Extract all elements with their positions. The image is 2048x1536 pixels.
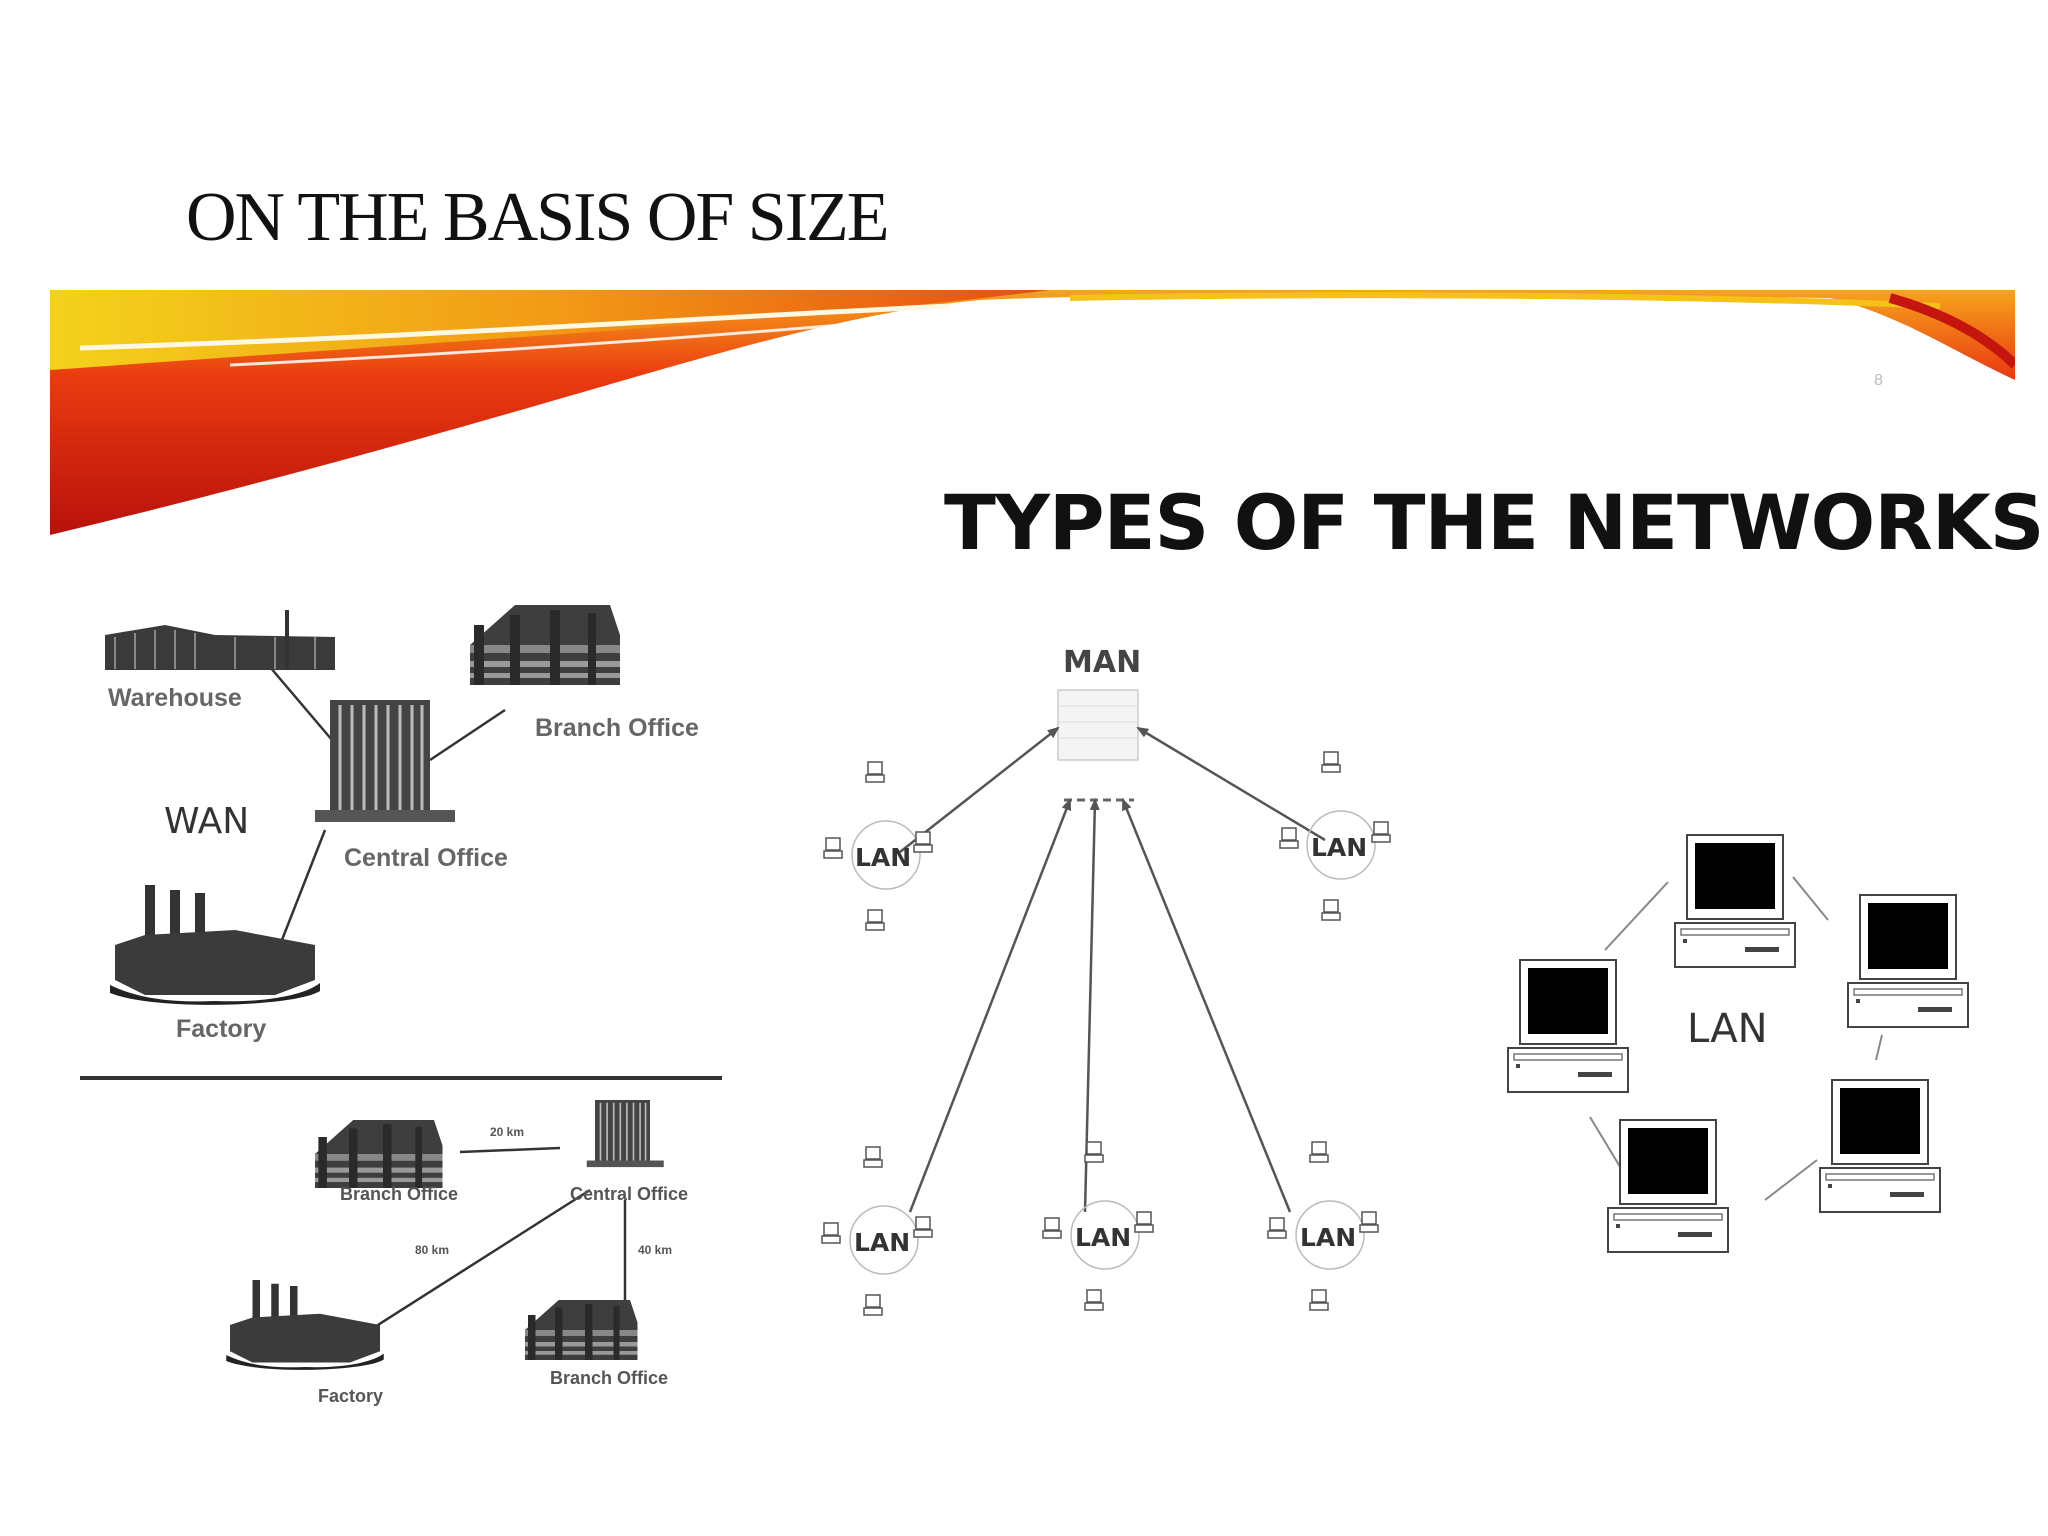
slide-number: 8 — [1874, 372, 1883, 389]
branch-office-building-icon — [470, 605, 620, 685]
slide-title: ON THE BASIS OF SIZE — [186, 179, 890, 256]
distance-label: 80 km — [415, 1243, 449, 1257]
branch-office-label: Branch Office — [550, 1368, 668, 1388]
branch-office-label: Branch Office — [535, 714, 699, 742]
central-office-label: Central Office — [344, 844, 508, 872]
lan-cluster: LAN — [1279, 751, 1391, 921]
wan-label: WAN — [164, 801, 249, 842]
central-office-tower-icon — [313, 698, 457, 824]
branch-office-building-icon — [525, 1300, 638, 1360]
wan-distance-panel: Branch Office Central Office 20 km 80 km… — [226, 1099, 688, 1406]
lan-cluster-label: LAN — [1300, 1223, 1356, 1252]
warehouse-label: Warehouse — [108, 684, 242, 712]
lan-cluster-label: LAN — [854, 1228, 910, 1257]
man-hub-icon — [1057, 689, 1139, 761]
decorative-banner — [50, 290, 2015, 535]
factory-label: Factory — [318, 1386, 383, 1406]
lan-cluster: LAN — [1267, 1141, 1379, 1311]
lan-cluster-label: LAN — [855, 843, 911, 872]
central-office-tower-icon — [585, 1099, 665, 1168]
lan-cluster: LAN — [821, 1146, 933, 1316]
man-panel: MAN LAN LAN LAN — [821, 645, 1391, 1316]
lan-cluster-label: LAN — [1311, 833, 1367, 862]
central-office-label: Central Office — [570, 1184, 688, 1204]
network-types-diagram: Warehouse Branch Office WAN Central Offi… — [80, 605, 1969, 1406]
computer-icon — [1847, 894, 1969, 1028]
lan-panel: LAN — [1507, 834, 1969, 1253]
lan-cluster: LAN — [1042, 1141, 1154, 1311]
man-label: MAN — [1063, 645, 1141, 680]
branch-office-label: Branch Office — [340, 1184, 458, 1204]
lan-cluster: LAN — [823, 761, 933, 931]
factory-building-icon — [226, 1280, 384, 1370]
distance-label: 40 km — [638, 1243, 672, 1257]
lan-label: LAN — [1687, 1006, 1768, 1052]
warehouse-building-icon — [104, 609, 336, 671]
computer-icon — [1607, 1119, 1729, 1253]
factory-label: Factory — [176, 1015, 266, 1043]
branch-office-building-icon — [315, 1120, 443, 1188]
computer-icon — [1819, 1079, 1941, 1213]
factory-building-icon — [110, 885, 320, 1005]
computer-icon — [1507, 959, 1629, 1093]
diagram-heading: TYPES OF THE NETWORKS — [944, 478, 2044, 567]
lan-cluster-label: LAN — [1075, 1223, 1131, 1252]
computer-icon — [1674, 834, 1796, 968]
wan-panel: Warehouse Branch Office WAN Central Offi… — [104, 605, 699, 1043]
distance-label: 20 km — [490, 1125, 524, 1139]
